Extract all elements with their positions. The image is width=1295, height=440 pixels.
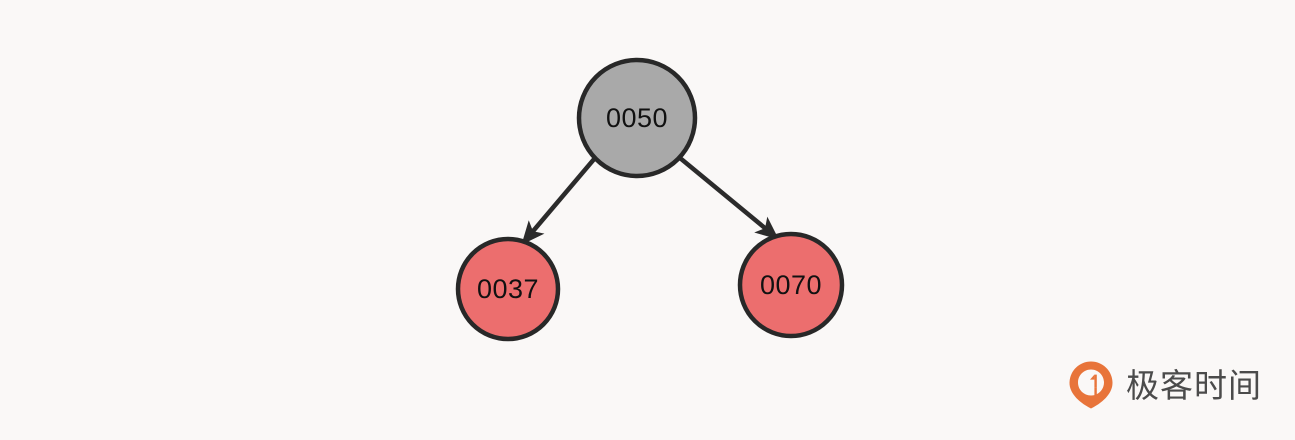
node-root-label: 0050 — [606, 103, 668, 133]
edge-root-to-right — [678, 156, 779, 240]
node-right-child-label: 0070 — [760, 270, 822, 300]
node-left-child-label: 0037 — [477, 274, 539, 304]
node-right-child[interactable]: 0070 — [737, 231, 845, 339]
geektime-pin-icon — [1069, 361, 1113, 409]
node-left-child[interactable]: 0037 — [455, 236, 561, 342]
node-root[interactable]: 0050 — [576, 57, 698, 179]
brand-name: 极客时间 — [1126, 365, 1262, 405]
node-right-child-circle[interactable] — [737, 231, 845, 339]
brand-logo: 极客时间 — [1068, 360, 1262, 410]
node-root-circle[interactable] — [576, 57, 698, 179]
edges-group — [521, 156, 779, 245]
edge-root-to-left — [521, 156, 597, 245]
node-left-child-circle[interactable] — [455, 236, 561, 342]
